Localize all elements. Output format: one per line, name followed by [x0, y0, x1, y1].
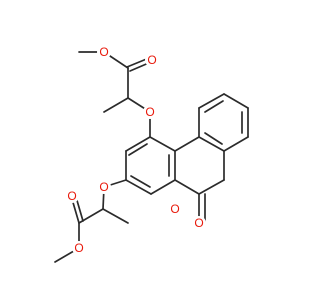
bond-ringc-5: [223, 136, 249, 152]
bonds: [54, 51, 249, 263]
atom-o-carbonyl-top: O: [147, 53, 156, 67]
bond-ringc-2-inner: [204, 100, 224, 113]
bond-ringb-1: [174, 136, 200, 152]
atom-o-ether-top: O: [145, 105, 154, 119]
bond-ch-methyl-top: [103, 97, 129, 113]
bond-ringa-6: [149, 136, 176, 152]
molecule-structure-diagram: O O O O O O O O: [54, 45, 249, 263]
atom-o-lactone-carbonyl: O: [194, 216, 203, 230]
bond-ringb-4: [198, 179, 225, 195]
atom-o-ether-bottom: O: [99, 180, 108, 194]
bond-ringa-3: [125, 179, 152, 195]
bond-ringc-2: [198, 93, 225, 109]
bond-ringc-3: [223, 93, 249, 109]
bond-ringb-2: [198, 136, 225, 152]
bond-ringa-1: [125, 136, 151, 152]
atom-o-carbonyl-bottom: O: [67, 189, 76, 203]
bond-carbonyl-double-bottom-a: [71, 198, 80, 224]
atom-o-methyl-bottom: O: [74, 241, 83, 255]
bond-ringa-3-inner: [130, 175, 151, 188]
bond-ringc-6-inner: [204, 132, 223, 145]
bond-ringa-1-inner: [128, 143, 148, 156]
bond-carbonyl-double-bottom-b: [75, 196, 84, 222]
bond-ringb-5: [174, 179, 200, 195]
atom-o-ring: O: [170, 202, 179, 216]
atom-o-methyl-top: O: [99, 45, 108, 59]
atom-labels: O O O O O O O O: [65, 45, 206, 255]
bond-ch-methyl-bottom: [102, 208, 129, 224]
bond-ringa-4: [150, 179, 176, 195]
